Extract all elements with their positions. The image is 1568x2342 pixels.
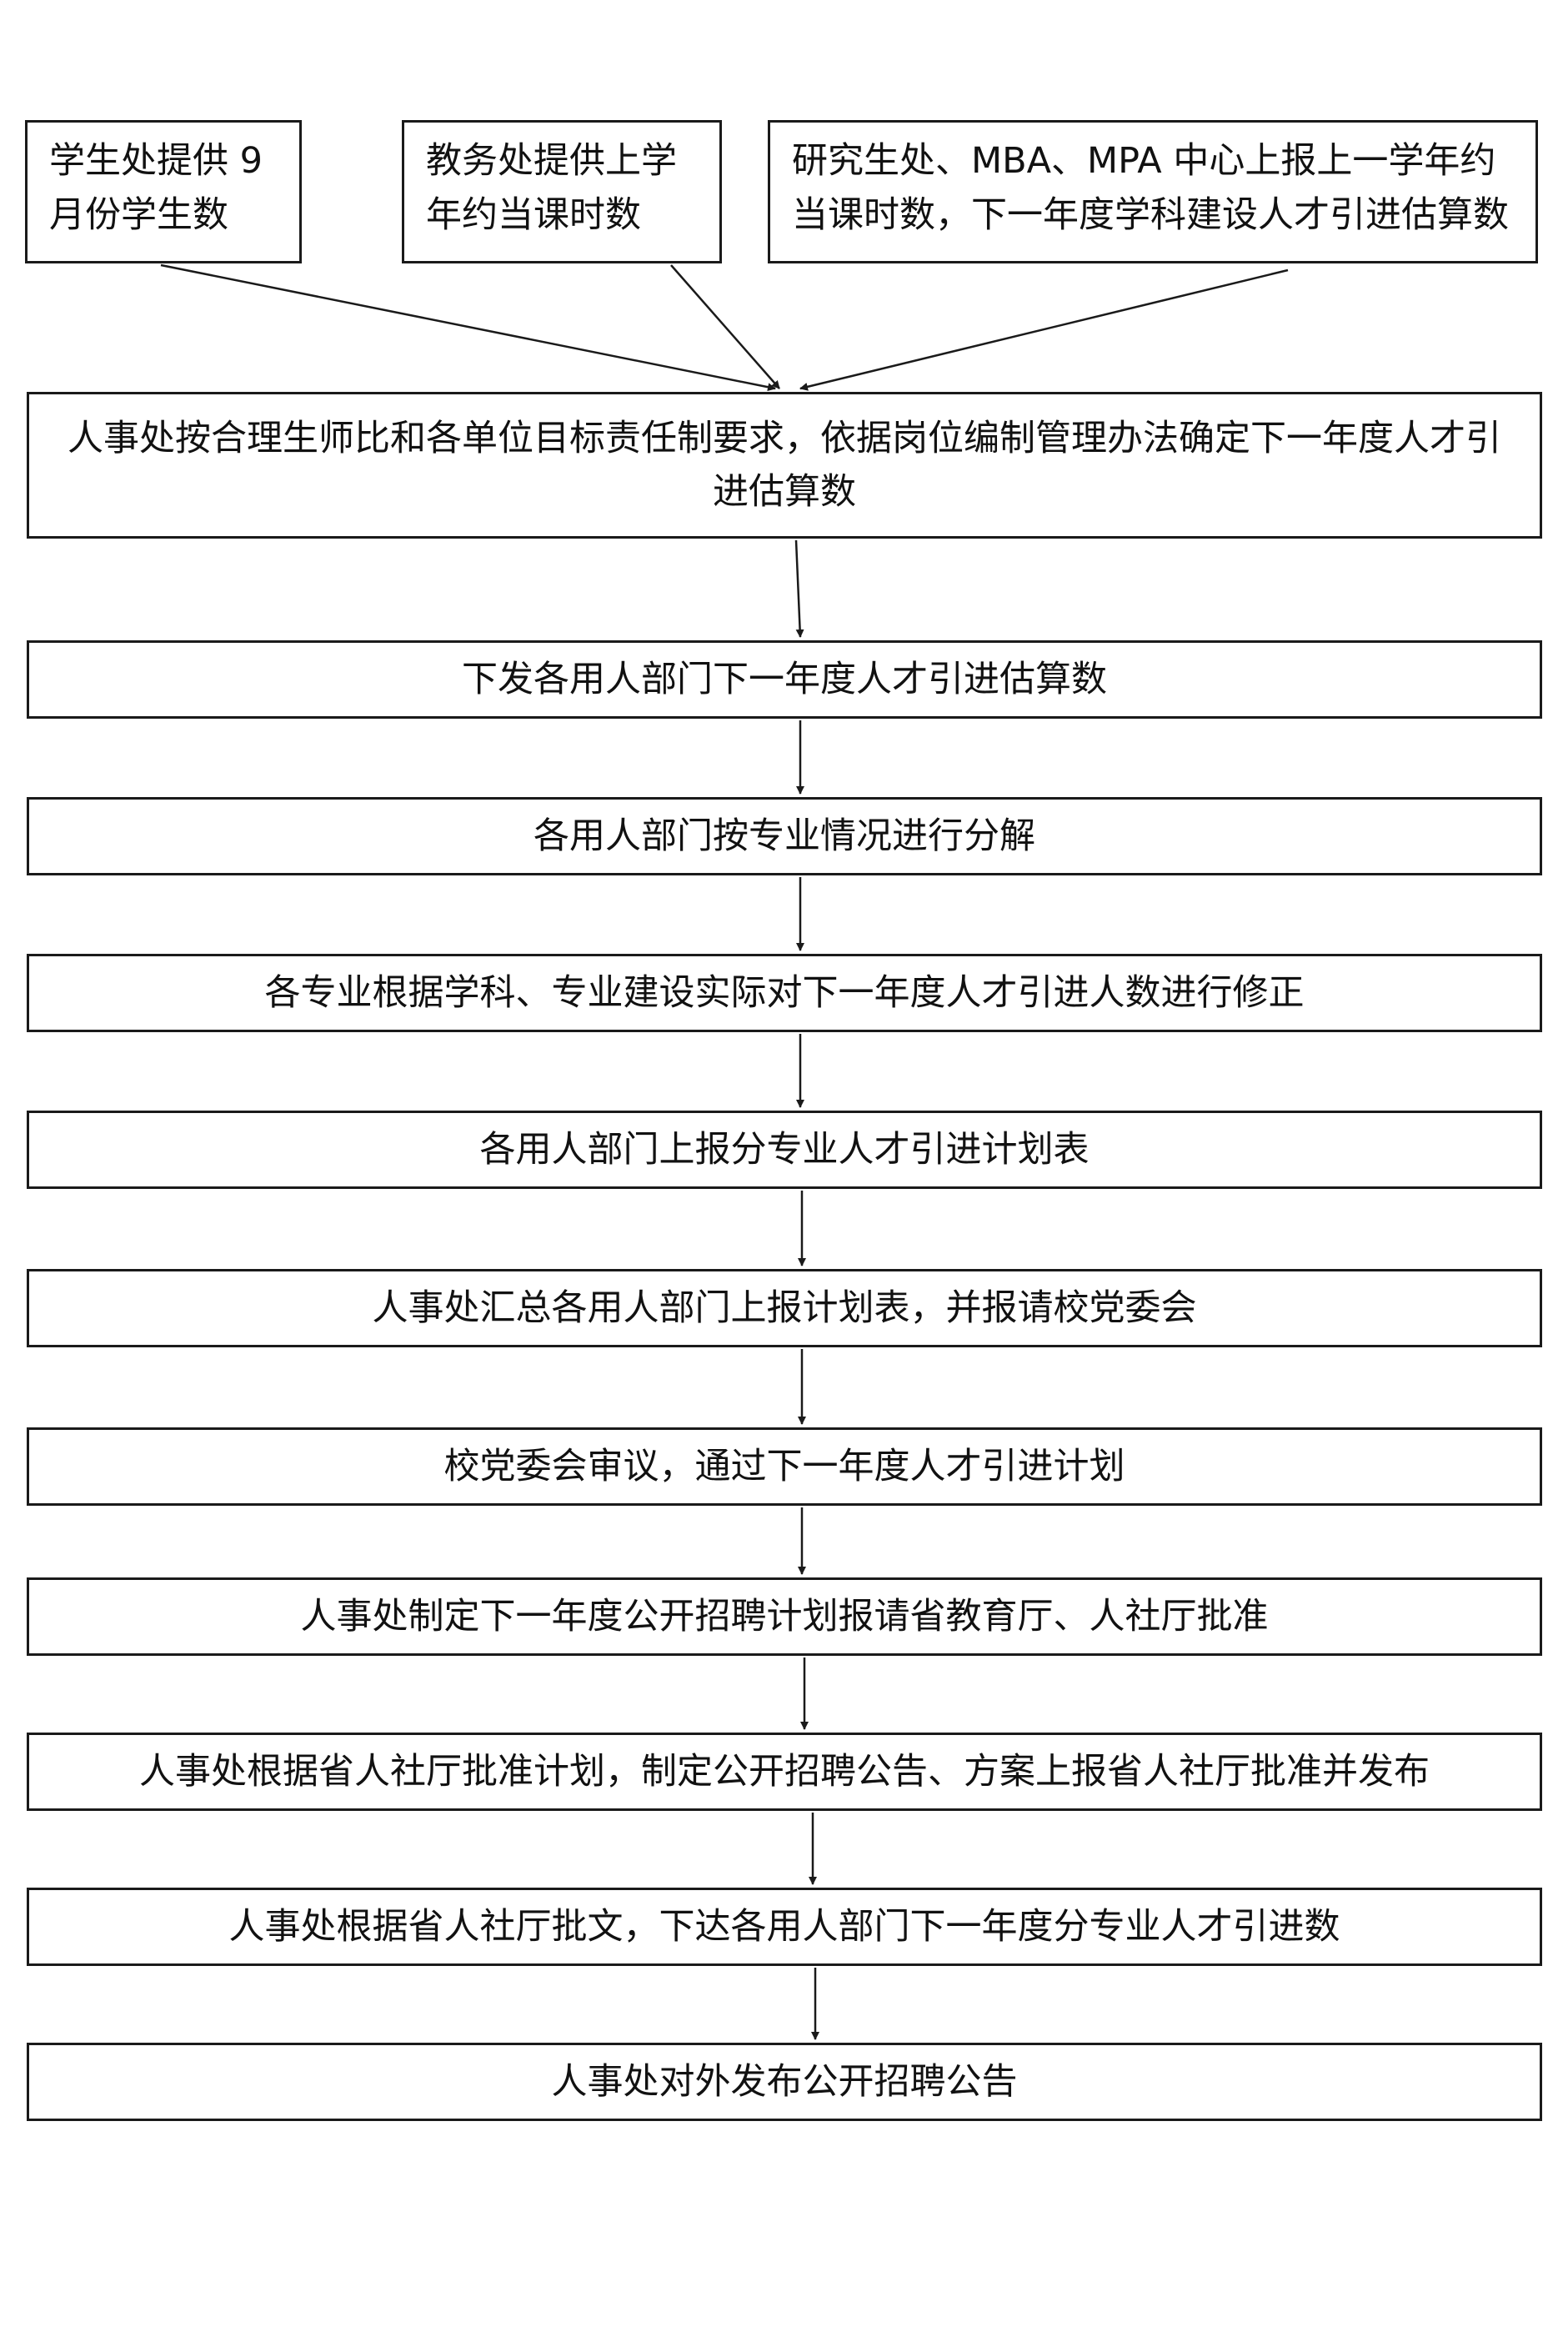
step-box-announcement-plan: 人事处根据省人社厅批准计划，制定公开招聘公告、方案上报省人社厅批准并发布 [27,1733,1542,1811]
step-text-submit-plan: 各用人部门上报分专业人才引进计划表 [479,1128,1090,1171]
step-box-hr-estimate: 人事处按合理生师比和各单位目标责任制要求，依据岗位编制管理办法确定下一年度人才引… [27,392,1542,539]
step-text-issue-numbers: 人事处根据省人社厅批文，下达各用人部门下一年度分专业人才引进数 [228,1905,1340,1948]
step-text-revise: 各专业根据学科、专业建设实际对下一年度人才引进人数进行修正 [264,971,1305,1014]
step-box-submit-plan: 各用人部门上报分专业人才引进计划表 [27,1111,1542,1189]
source-box-student-office: 学生处提供 9 月份学生数 [25,120,302,263]
step-box-issue-numbers: 人事处根据省人社厅批文，下达各用人部门下一年度分专业人才引进数 [27,1888,1542,1966]
step-text-publish: 人事处对外发布公开招聘公告 [551,2060,1018,2103]
step-box-publish: 人事处对外发布公开招聘公告 [27,2043,1542,2121]
step-text-issue-estimate: 下发各用人部门下一年度人才引进估算数 [462,658,1107,700]
step-text-recruit-plan: 人事处制定下一年度公开招聘计划报请省教育厅、人社厅批准 [300,1595,1269,1637]
arrow-student-to-hr [160,263,776,392]
arrow-step-1-2 [794,539,804,638]
arrow-academic-to-hr [670,264,780,389]
step-box-recruit-plan: 人事处制定下一年度公开招聘计划报请省教育厅、人社厅批准 [27,1577,1542,1656]
source-text-student-office: 学生处提供 9 月份学生数 [49,140,263,236]
source-text-graduate-office: 研究生处、MBA、MPA 中心上报上一学年约当课时数，下一年度学科建设人才引进估… [792,140,1509,236]
step-box-summarize: 人事处汇总各用人部门上报计划表，并报请校党委会 [27,1269,1542,1347]
step-box-revise: 各专业根据学科、专业建设实际对下一年度人才引进人数进行修正 [27,954,1542,1032]
source-text-academic-office: 教务处提供上学年约当课时数 [426,140,677,236]
step-text-summarize: 人事处汇总各用人部门上报计划表，并报请校党委会 [372,1286,1197,1329]
step-text-decompose: 各用人部门按专业情况进行分解 [534,815,1035,857]
step-text-announcement-plan: 人事处根据省人社厅批准计划，制定公开招聘公告、方案上报省人社厅批准并发布 [139,1750,1430,1793]
step-text-hr-estimate: 人事处按合理生师比和各单位目标责任制要求，依据岗位编制管理办法确定下一年度人才引… [68,417,1501,514]
step-box-committee-review: 校党委会审议，通过下一年度人才引进计划 [27,1427,1542,1506]
step-box-issue-estimate: 下发各用人部门下一年度人才引进估算数 [27,640,1542,719]
source-box-academic-office: 教务处提供上学年约当课时数 [402,120,722,263]
step-text-committee-review: 校党委会审议，通过下一年度人才引进计划 [443,1445,1125,1487]
step-box-decompose: 各用人部门按专业情况进行分解 [27,797,1542,875]
arrow-graduate-to-hr [799,268,1289,391]
source-box-graduate-office: 研究生处、MBA、MPA 中心上报上一学年约当课时数，下一年度学科建设人才引进估… [768,120,1538,263]
